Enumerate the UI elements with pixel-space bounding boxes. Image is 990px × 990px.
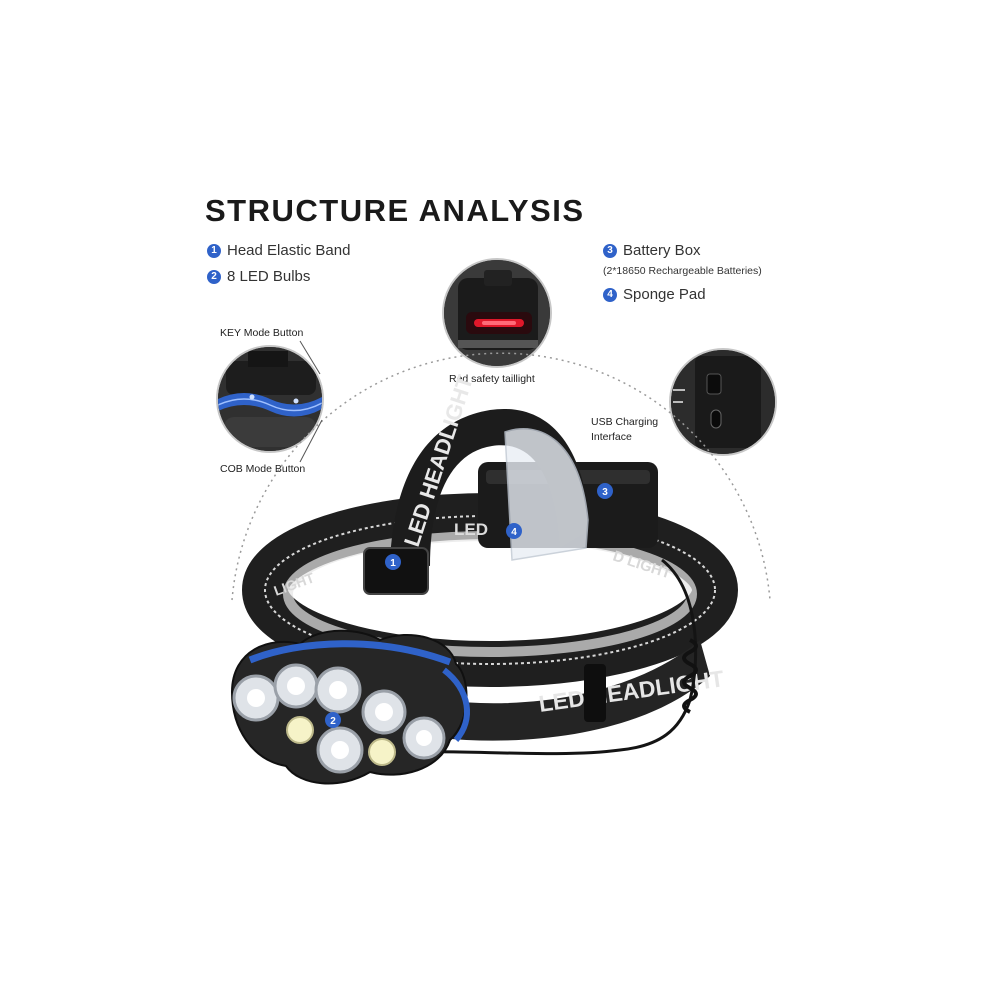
- blue-trim: [248, 640, 452, 666]
- cob-mode-label: COB Mode Button: [220, 463, 306, 475]
- marker-1: 1: [385, 554, 401, 570]
- marker-3-text: 3: [602, 487, 608, 498]
- legend-item-led-bulbs: 2 8 LED Bulbs: [207, 268, 310, 285]
- taillight-closeup: [444, 260, 550, 366]
- marker-4: 4: [506, 523, 522, 539]
- legend-label: Head Elastic Band: [227, 242, 351, 259]
- legend-number: 2: [207, 269, 221, 284]
- strap-text-mid: LED: [454, 520, 488, 539]
- band-stitching: [264, 515, 716, 665]
- legend-number: 4: [603, 287, 617, 302]
- band-clip: [584, 664, 606, 722]
- led-bulbs: [232, 663, 446, 774]
- legend-label: Sponge Pad: [623, 286, 706, 303]
- legend-item-head-band: 1 Head Elastic Band: [207, 242, 350, 259]
- marker-3: 3: [597, 483, 613, 499]
- key-mode-leader: [299, 340, 321, 375]
- zoom-usb-port: [669, 348, 777, 456]
- usb-port-closeup: [671, 350, 775, 454]
- head-band-front: [440, 640, 710, 741]
- band-buckle: [363, 547, 429, 595]
- zoom-taillight: [442, 258, 552, 368]
- marker-2: 2: [325, 712, 341, 728]
- cob-mode-leader: [299, 419, 323, 463]
- key-mode-label: KEY Mode Button: [220, 327, 304, 339]
- taillight-label: Red safety taillight: [449, 373, 535, 385]
- legend-item-sponge-pad: 4 Sponge Pad: [603, 286, 706, 303]
- zoom-mode-buttons: [216, 345, 324, 453]
- legend-label: 8 LED Bulbs: [227, 268, 311, 285]
- legend-item-battery-box: 3 Battery Box: [603, 242, 701, 259]
- legend-label: Battery Box: [623, 242, 701, 259]
- battery-note: (2*18650 Rechargeable Batteries): [603, 265, 762, 277]
- usb-label-line2: Interface: [591, 431, 632, 443]
- legend-number: 3: [603, 243, 617, 258]
- marker-1-text: 1: [390, 558, 396, 569]
- page-title: STRUCTURE ANALYSIS: [205, 193, 585, 228]
- coiled-cable: [682, 638, 698, 714]
- marker-2-text: 2: [330, 716, 336, 727]
- marker-4-text: 4: [511, 527, 517, 538]
- mode-buttons-closeup: [218, 347, 322, 451]
- legend-number: 1: [207, 243, 221, 258]
- sponge-pad: [504, 428, 589, 561]
- usb-label-line1: USB Charging: [591, 416, 659, 428]
